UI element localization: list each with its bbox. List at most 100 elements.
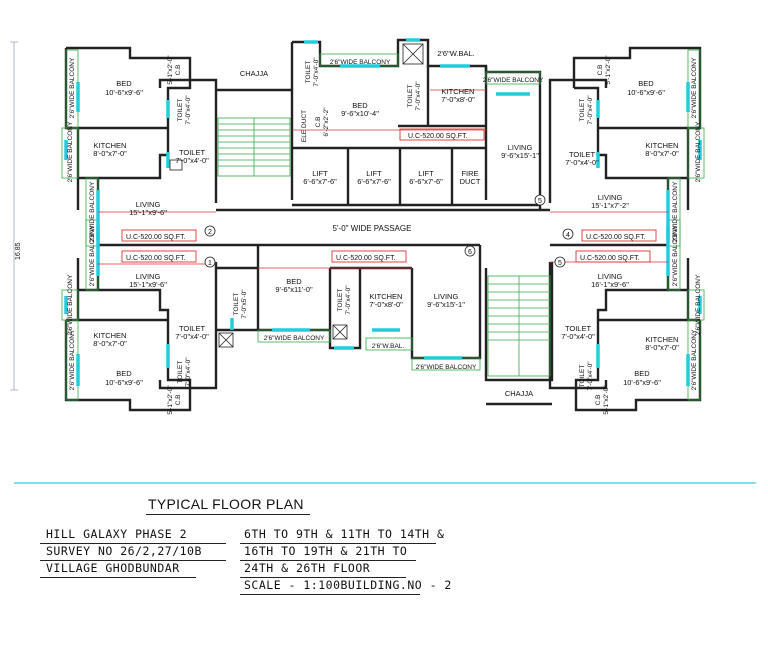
room-label: BED xyxy=(352,101,368,110)
info-underline xyxy=(40,577,196,578)
room-label: LIVING xyxy=(434,292,459,301)
room-label: BED xyxy=(286,277,302,286)
balcony-railings xyxy=(61,49,705,401)
floor-range-line3: 24TH & 26TH FLOOR xyxy=(244,561,371,575)
unit-number-5: 5 xyxy=(538,198,542,205)
room-label: TOILET xyxy=(579,99,586,122)
info-underline xyxy=(240,543,436,544)
room-dimension: 10'-6"x9'-6" xyxy=(623,378,661,387)
room-label: TOILET xyxy=(233,293,240,316)
unit-area-boxes xyxy=(121,128,657,263)
unit-number-4: 4 xyxy=(566,232,570,239)
project-name: HILL GALAXY PHASE 2 xyxy=(46,527,188,541)
village-name: VILLAGE GHODBUNDAR xyxy=(46,561,180,575)
title-underline xyxy=(146,514,310,515)
lift-label: LIFT xyxy=(418,169,434,178)
fire-duct-label: FIRE xyxy=(461,169,478,178)
room-label: LIVING xyxy=(136,200,161,209)
shafts xyxy=(169,43,424,348)
floor-range-line2: 16TH TO 19TH & 21TH TO xyxy=(244,544,408,558)
balcony-label: 2'6"WIDE BALCONY xyxy=(416,364,477,371)
room-dimension: 15'-1"x9'-6" xyxy=(129,208,167,217)
cb-label: C.B xyxy=(315,117,322,128)
cb-dimension: 5'-1"x2'-0" xyxy=(603,385,610,415)
room-label: KITCHEN xyxy=(442,87,475,96)
lift-label: LIFT xyxy=(312,169,328,178)
balcony-label: 2'6"WIDE BALCONY xyxy=(69,329,76,390)
unit-number-1: 1 xyxy=(208,260,212,267)
overall-dimension-text: 16.85 xyxy=(15,242,22,260)
chajja-label: CHAJJA xyxy=(240,69,268,78)
info-underline xyxy=(240,594,420,595)
room-dimension: 15'-1"x9'-6" xyxy=(129,280,167,289)
room-dimension: 9'-6"x11'-0" xyxy=(275,285,313,294)
room-dimension: 7'-0"x5'-0" xyxy=(241,289,248,319)
lift-dimension: 6'-6"x7'-6" xyxy=(303,177,337,186)
room-dimension: 8'-0"x7'-0" xyxy=(93,149,127,158)
cb-dimension: 5'-1"x2'-0" xyxy=(167,385,174,415)
cb-label: C.B xyxy=(175,395,182,406)
room-label: TOILET xyxy=(337,289,344,312)
room-dimension: 7'-0"x4'-0" xyxy=(415,81,422,111)
balcony-label: 2'6"WIDE BALCONY xyxy=(89,181,96,242)
unit-area-label: U.C-520.00 SQ.FT. xyxy=(126,234,186,241)
floor-range-line1: 6TH TO 9TH & 11TH TO 14TH & xyxy=(244,527,445,541)
room-label: LIVING xyxy=(136,272,161,281)
room-label: BED xyxy=(116,79,132,88)
room-dimension: 9'-6"x15'-1" xyxy=(501,151,539,160)
unit-number-5: 5 xyxy=(558,260,562,267)
balcony-label: 2'6"WIDE BALCONY xyxy=(691,57,698,118)
lift-label: LIFT xyxy=(366,169,382,178)
room-label: BED xyxy=(638,79,654,88)
room-label: TOILET xyxy=(407,85,414,108)
wash-balcony-label: 2'6"W.BAL. xyxy=(437,49,474,58)
unit-number-2: 2 xyxy=(208,229,212,236)
windows xyxy=(64,38,702,386)
cb-label: C.B xyxy=(175,65,182,76)
room-dimension: 7'-0"x4'-0" xyxy=(587,95,594,125)
balcony-label: 2'6"WIDE BALCONY xyxy=(69,57,76,118)
room-label: TOILET xyxy=(177,99,184,122)
lift-dimension: 6'-6"x7'-6" xyxy=(357,177,391,186)
cb-label: C.B xyxy=(595,395,602,406)
drawing-title: TYPICAL FLOOR PLAN xyxy=(148,496,304,512)
room-label: LIVING xyxy=(598,272,623,281)
unit-area-label: U.C-520.00 SQ.FT. xyxy=(586,234,646,241)
room-dimension: 7'-0"x4'-0" xyxy=(175,332,209,341)
room-label: LIVING xyxy=(508,143,533,152)
cb-label: C.B xyxy=(597,65,604,76)
room-dimension: 7'-0"x4'-0" xyxy=(565,158,599,167)
room-dimension: 9'-6"x10'-4" xyxy=(341,109,379,118)
room-label: TOILET xyxy=(569,150,596,159)
balcony-label: 2'6"WIDE BALCONY xyxy=(691,329,698,390)
fire-duct-label: DUCT xyxy=(460,177,481,186)
scale-building-number: SCALE - 1:100BUILDING.NO - 2 xyxy=(244,578,452,592)
room-label: KITCHEN xyxy=(646,141,679,150)
room-dimension: 7'-0"x4'-0" xyxy=(587,361,594,391)
cb-dimension: 5'-1"x2'-0" xyxy=(167,55,174,85)
balcony-label: 2'6"WIDE BALCONY xyxy=(695,121,702,182)
room-label: BED xyxy=(634,369,650,378)
room-dimension: 7'-0"x8'-0" xyxy=(369,300,403,309)
room-label: KITCHEN xyxy=(94,141,127,150)
room-label: TOILET xyxy=(305,61,312,84)
unit-number-markers xyxy=(204,194,574,268)
room-label: KITCHEN xyxy=(370,292,403,301)
room-dimension: 16'-1"x9'-6" xyxy=(591,280,629,289)
survey-number: SURVEY NO 26/2,27/10B xyxy=(46,544,202,558)
room-label: LIVING xyxy=(598,193,623,202)
unit-area-label: U.C-520.00 SQ.FT. xyxy=(408,133,468,140)
room-label: TOILET xyxy=(177,361,184,384)
room-label: TOILET xyxy=(179,148,206,157)
unit-area-label: U.C-520.00 SQ.FT. xyxy=(126,255,186,262)
unit-number-6: 6 xyxy=(468,249,472,256)
staircase-top xyxy=(217,117,291,177)
info-underline xyxy=(240,577,406,578)
balcony-label: 2'6"WIDE BALCONY xyxy=(330,59,391,66)
info-underline xyxy=(40,543,226,544)
info-underline xyxy=(40,560,226,561)
lift-dimension: 6'-6"x7'-6" xyxy=(409,177,443,186)
room-dimension: 10'-6"x9'-6" xyxy=(627,88,665,97)
balcony-label: 2'6"WIDE BALCONY xyxy=(695,274,702,335)
staircase-bottom xyxy=(487,275,551,377)
